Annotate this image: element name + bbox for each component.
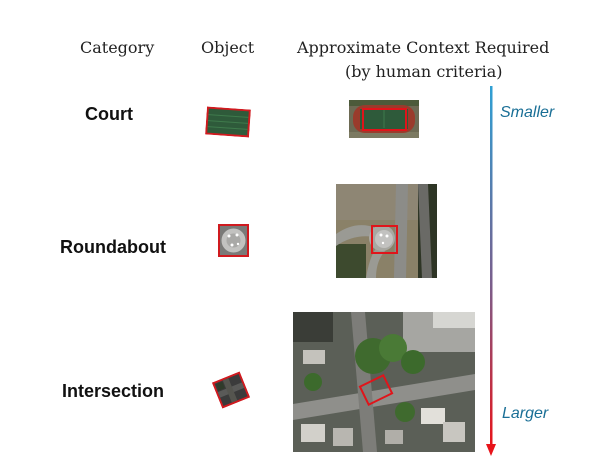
category-court: Court: [85, 104, 133, 124]
object-roundabout-image: [218, 224, 249, 257]
header-object: Object: [201, 38, 255, 57]
header-context-line1: Approximate Context Required: [297, 38, 550, 57]
object-intersection-image: [211, 371, 251, 409]
category-roundabout: Roundabout: [60, 237, 166, 257]
header-context-line2: (by human criteria): [345, 62, 503, 81]
context-roundabout-image: [336, 184, 437, 278]
scale-arrow: [486, 86, 496, 458]
object-court-image: [205, 106, 251, 138]
category-intersection: Intersection: [62, 381, 165, 401]
scale-label-larger: Larger: [502, 405, 549, 422]
context-intersection-image: [293, 312, 475, 452]
header-category: Category: [80, 38, 155, 57]
scale-label-smaller: Smaller: [500, 104, 555, 121]
context-court-image: [349, 100, 419, 138]
